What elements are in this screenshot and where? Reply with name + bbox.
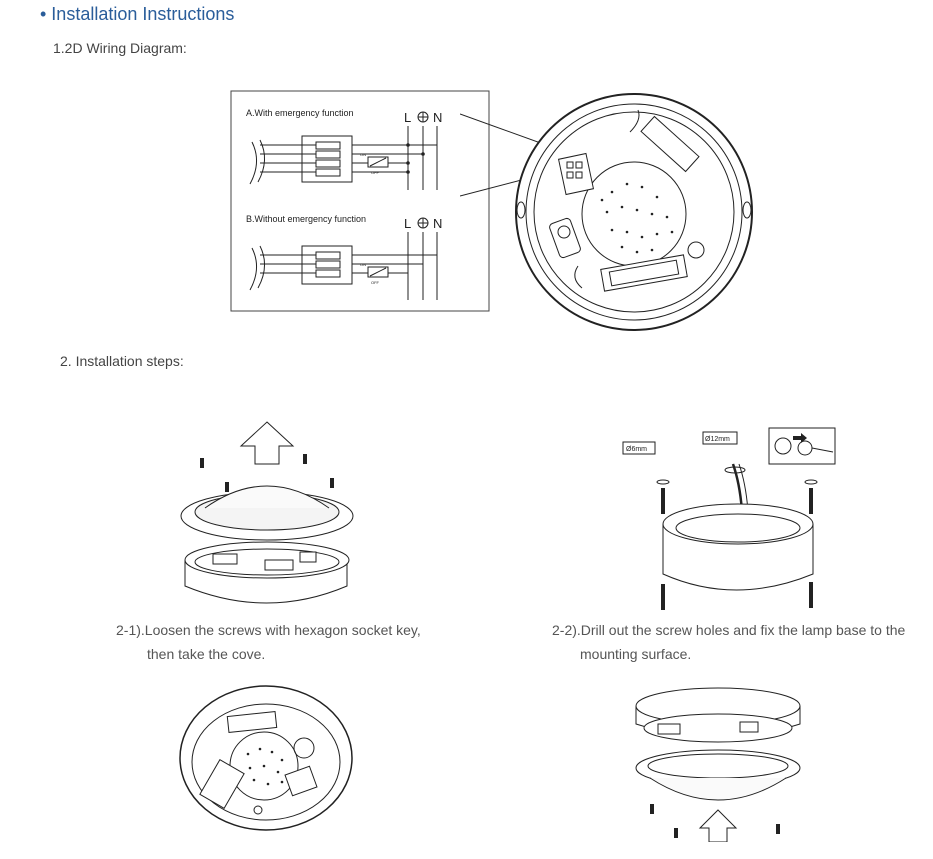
arrow-up-icon bbox=[698, 809, 738, 842]
label-6mm: Ø6mm bbox=[626, 446, 647, 453]
step2-illustration: Ø6mm Ø12mm bbox=[622, 427, 836, 610]
step1-caption-1: 2-1).Loosen the screws with hexagon sock… bbox=[116, 622, 421, 638]
lamp-top-view bbox=[515, 93, 753, 331]
step1-caption-2: then take the cove. bbox=[147, 646, 266, 662]
switch-off-a: OFF bbox=[371, 170, 380, 175]
terminal-L-b: L bbox=[404, 216, 411, 231]
step1-illustration bbox=[180, 421, 354, 604]
terminal-N-b: N bbox=[433, 216, 442, 231]
step2-caption-1: 2-2).Drill out the screw holes and fix t… bbox=[552, 622, 906, 638]
step4-illustration bbox=[635, 687, 801, 842]
step2-caption-2: mounting surface. bbox=[580, 646, 692, 662]
arrow-up-icon bbox=[239, 421, 295, 465]
wiring-diagram: A.With emergency function B.Without emer… bbox=[230, 90, 490, 312]
steps-subtitle: 2. Installation steps: bbox=[60, 353, 184, 369]
wiring-subtitle: 1.2D Wiring Diagram: bbox=[53, 40, 187, 56]
switch-on-b: ON bbox=[360, 262, 366, 267]
terminal-L-a: L bbox=[404, 110, 411, 125]
socket-icon bbox=[774, 437, 792, 455]
label-12mm: Ø12mm bbox=[705, 436, 730, 443]
terminal-N-a: N bbox=[433, 110, 442, 125]
section-a-label: A.With emergency function bbox=[246, 108, 354, 118]
switch-on-a: ON bbox=[360, 152, 366, 157]
switch-off-b: OFF bbox=[371, 280, 380, 285]
page-title: • Installation Instructions bbox=[40, 4, 235, 24]
section-b-label: B.Without emergency function bbox=[246, 214, 366, 224]
step3-illustration bbox=[179, 685, 353, 831]
plug-box bbox=[768, 427, 836, 465]
